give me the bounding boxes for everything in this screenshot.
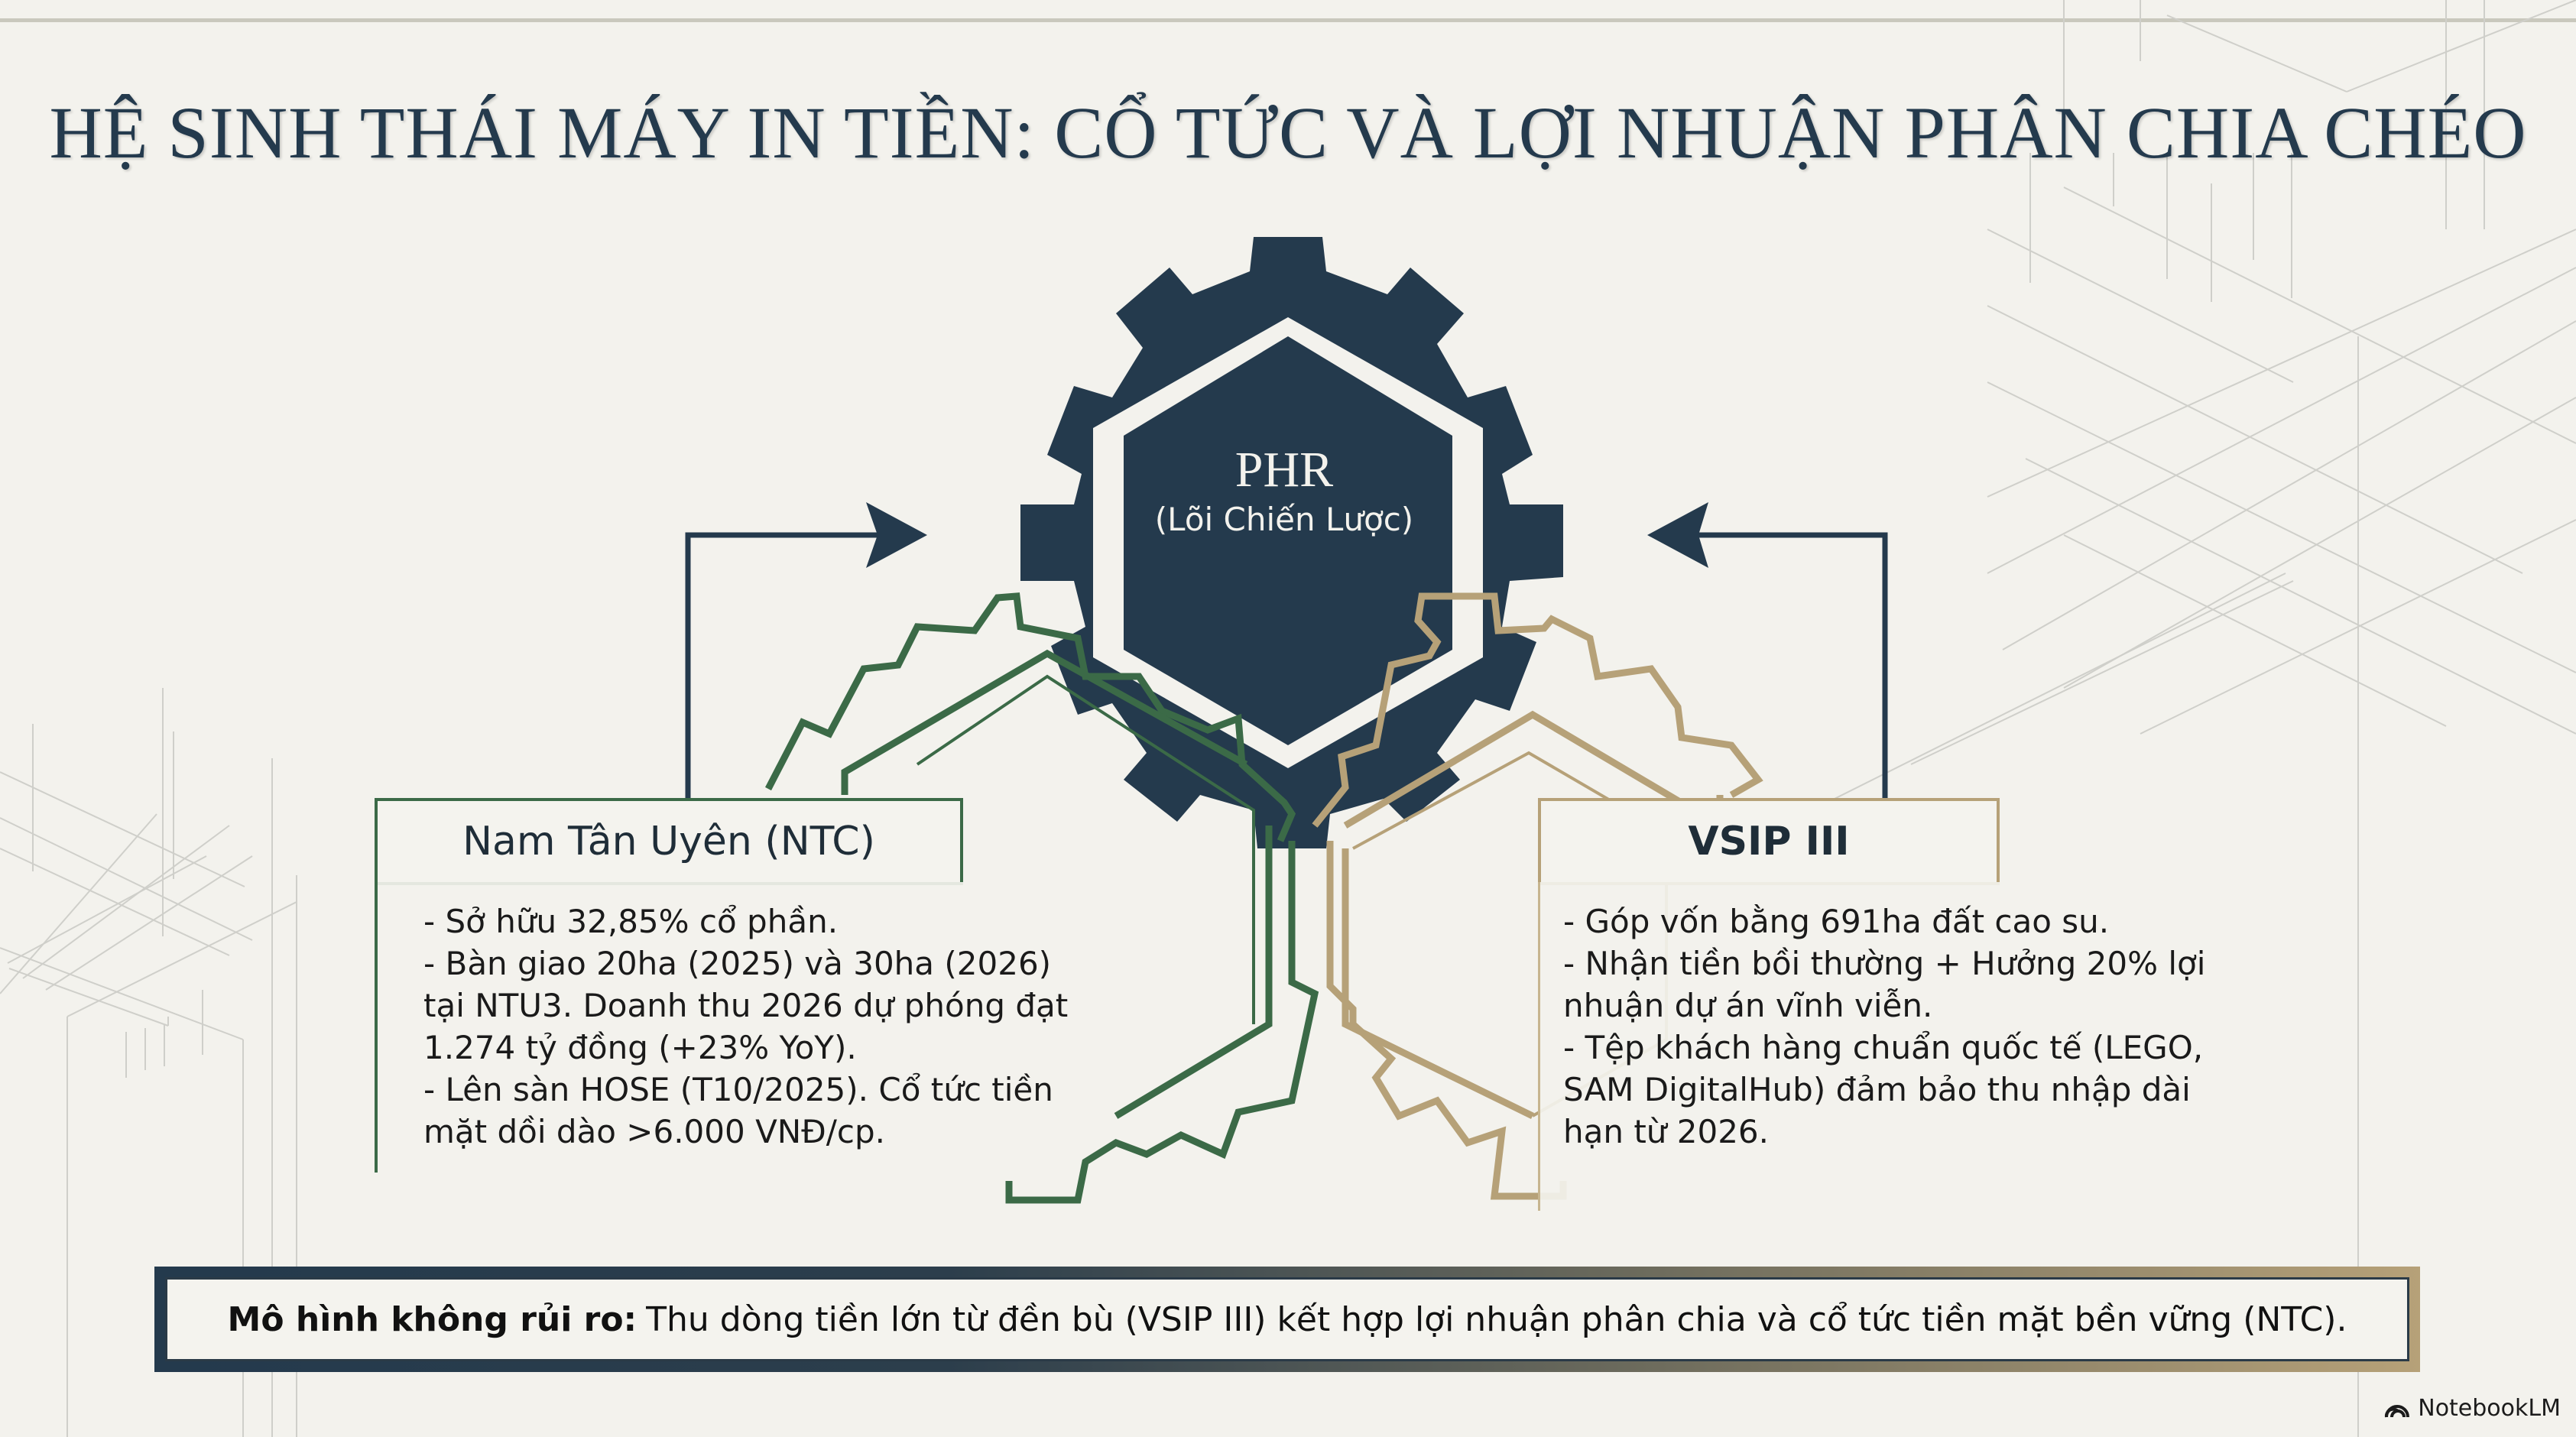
vsip-to-phr-arrow-icon [1647,502,1888,798]
summary-label: Mô hình không rủi ro: [227,1299,638,1339]
phr-hub-label: PHR (Lõi Chiến Lược) [1131,443,1437,543]
phr-gear-icon [1020,237,1563,848]
top-divider [0,18,2576,22]
ntc-gear-icon [765,592,1319,1204]
vsip-card-title: VSIP III [1538,798,2000,885]
summary-banner-content: Mô hình không rủi ro: Thu dòng tiền lớn … [165,1277,2409,1361]
notebooklm-branding: NotebookLM [2384,1395,2561,1422]
page-title: HỆ SINH THÁI MÁY IN TIỀN: CỔ TỨC VÀ LỢI … [49,92,2527,174]
summary-banner: Mô hình không rủi ro: Thu dòng tiền lớn … [154,1267,2420,1372]
hub-subtitle: (Lõi Chiến Lược) [1154,501,1414,538]
hub-name: PHR [1234,442,1334,498]
ntc-card-title: Nam Tân Uyên (NTC) [375,798,963,885]
ntc-card-bullets: - Sở hữu 32,85% cổ phần. - Bàn giao 20ha… [375,882,1078,1173]
ntc-to-phr-arrow-icon [685,502,927,798]
vsip-card-bullets: - Góp vốn bằng 691ha đất cao su. - Nhận … [1538,882,2272,1211]
summary-text: Thu dòng tiền lớn từ đền bù (VSIP III) k… [646,1299,2347,1339]
brand-label: NotebookLM [2418,1395,2561,1422]
notebooklm-logo-icon [2385,1404,2410,1417]
